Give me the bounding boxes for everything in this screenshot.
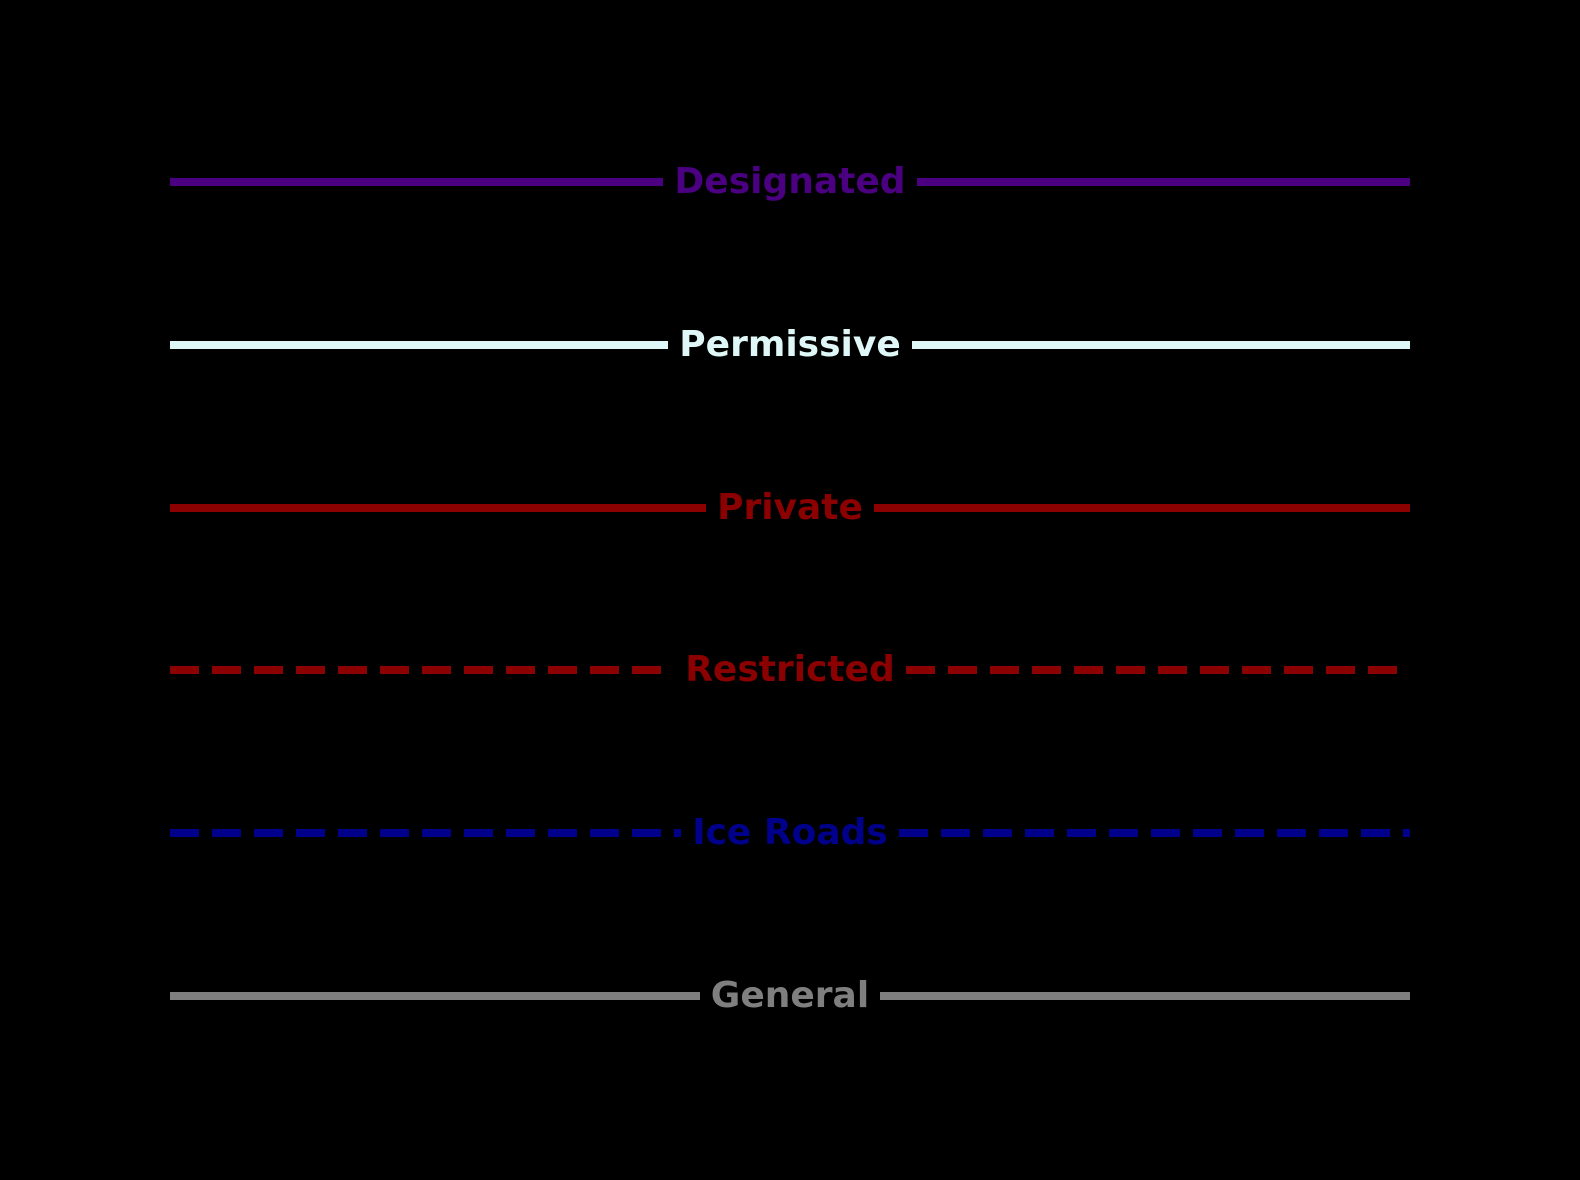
general-line-left	[170, 992, 700, 1000]
legend-label-designated: Designated	[674, 161, 906, 202]
restricted-line-right	[905, 666, 1411, 674]
private-line-right	[873, 504, 1410, 512]
permissive-line-right	[911, 341, 1411, 349]
legend-label-permissive: Permissive	[679, 324, 901, 365]
legend-label-restricted: Restricted	[685, 649, 895, 690]
legend-label-ice-roads: Ice Roads	[692, 812, 888, 853]
permissive-line-left	[170, 341, 669, 349]
private-line-left	[170, 504, 707, 512]
legend-row-permissive: Permissive	[170, 309, 1411, 381]
ice-roads-line-left	[170, 829, 682, 837]
legend-row-restricted: Restricted	[170, 634, 1411, 706]
legend-label-private: Private	[717, 487, 863, 528]
legend-row-ice-roads: Ice Roads	[170, 797, 1411, 869]
legend-label-general: General	[710, 975, 870, 1016]
legend-row-private: Private	[170, 472, 1410, 544]
general-line-right	[880, 992, 1410, 1000]
designated-line-left	[170, 178, 664, 186]
legend-row-designated: Designated	[170, 146, 1410, 218]
restricted-line-left	[170, 666, 675, 674]
designated-line-right	[916, 178, 1410, 186]
legend-row-general: General	[170, 960, 1410, 1032]
ice-roads-line-right	[898, 829, 1411, 837]
